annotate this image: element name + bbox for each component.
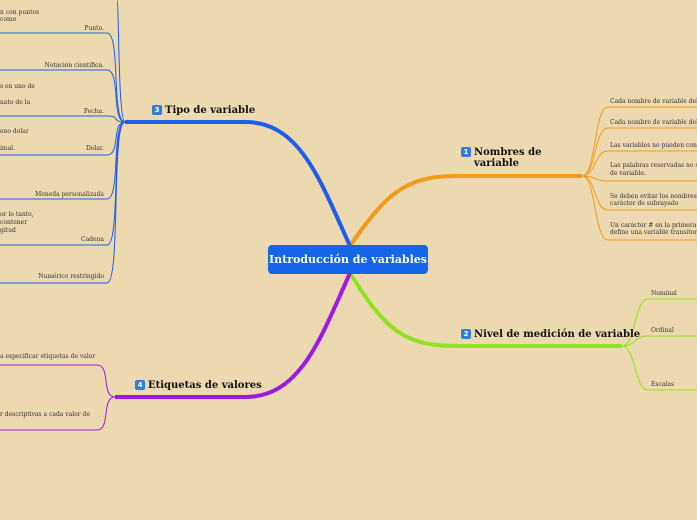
connector-nivel [348, 271, 622, 348]
branch-tipo-de-variable[interactable]: 3 Tipo de variable [152, 105, 255, 116]
connector-tipo [125, 120, 352, 247]
leaf-nombres-4b[interactable]: de variable. [610, 170, 646, 177]
leaf-tipo-fecha-b[interactable]: nato de la [0, 99, 31, 106]
leaf-nombres-5a[interactable]: Se deben evitar los nombres de [610, 193, 697, 200]
connectors-tipo-leaves [0, 0, 126, 284]
leaf-tipo-cadena[interactable]: Cadena [80, 236, 104, 243]
leaf-escalas[interactable]: Escalas [651, 381, 674, 388]
connector-nombres [348, 174, 582, 248]
leaf-nombres-2[interactable]: Cada nombre de variable debe [610, 119, 697, 126]
branch-etiquetas-de-valores[interactable]: 4 Etiquetas de valores [135, 380, 262, 391]
leaf-nombres-6a[interactable]: Un carácter # en la primera pos [610, 222, 697, 229]
connectors-nombres-leaves [581, 106, 697, 241]
branch-title-etiquetas: Etiquetas de valores [148, 380, 262, 391]
leaf-ordinal[interactable]: Ordinal [651, 327, 674, 334]
number-badge-1: 1 [461, 147, 471, 157]
leaf-nominal[interactable]: Nominal [651, 290, 677, 297]
number-badge-4: 4 [135, 380, 145, 390]
leaf-nombres-1[interactable]: Cada nombre de variable debe [610, 98, 697, 105]
leaf-tipo-punto-a[interactable]: n con puntos [0, 9, 40, 16]
connectors-nivel-leaves [621, 298, 697, 391]
leaf-tipo-cadena-a[interactable]: or lo tanto, [0, 211, 34, 218]
leaf-nombres-6b[interactable]: define una variable transitoria. [610, 229, 697, 236]
leaf-tipo-dolar-b[interactable]: imal. [0, 145, 16, 152]
branch-title-nombres: Nombres de variable [474, 147, 542, 169]
leaf-tipo-numerico[interactable]: Numérico restringido [38, 273, 104, 280]
leaf-etiquetas-2[interactable]: r descriptivas a cada valor de [0, 411, 90, 418]
number-badge-3: 3 [152, 105, 162, 115]
central-topic[interactable]: Introducción de variables [268, 245, 428, 274]
leaf-tipo-notacion[interactable]: Notación científica. [44, 62, 104, 69]
branch-nivel-de-medicion[interactable]: 2 Nivel de medición de variable [461, 329, 640, 340]
leaf-etiquetas-1[interactable]: a especificar etiquetas de valor [0, 353, 96, 360]
leaf-tipo-dolar[interactable]: Dolar. [85, 145, 104, 152]
leaf-nombres-3[interactable]: Las variables no pueden contener [610, 142, 697, 149]
leaf-tipo-dolar-a[interactable]: eno dolar [0, 128, 29, 135]
branch-title-tipo: Tipo de variable [165, 105, 256, 116]
leaf-tipo-fecha[interactable]: Fecha. [83, 108, 104, 115]
connector-etiquetas [115, 272, 352, 399]
branch-title-nivel: Nivel de medición de variable [474, 329, 641, 340]
leaf-tipo-cadena-c[interactable]: gitud [0, 227, 16, 234]
leaf-tipo-punto[interactable]: Punto. [84, 25, 104, 32]
leaf-nombres-5b[interactable]: carácter de subrayado [610, 200, 679, 207]
number-badge-2: 2 [461, 329, 471, 339]
leaf-nombres-4a[interactable]: Las palabras reservadas no se p [610, 162, 697, 169]
leaf-tipo-punto-b[interactable]: como [0, 16, 17, 23]
leaf-tipo-fecha-a[interactable]: s en uno de [0, 83, 35, 90]
connectors-etiquetas-leaves [0, 364, 116, 431]
branch-nombres-de-variable[interactable]: 1 Nombres de variable [461, 147, 551, 169]
leaf-tipo-moneda[interactable]: Moneda personalizada [35, 191, 104, 198]
leaf-tipo-cadena-b[interactable]: contener [0, 219, 28, 226]
